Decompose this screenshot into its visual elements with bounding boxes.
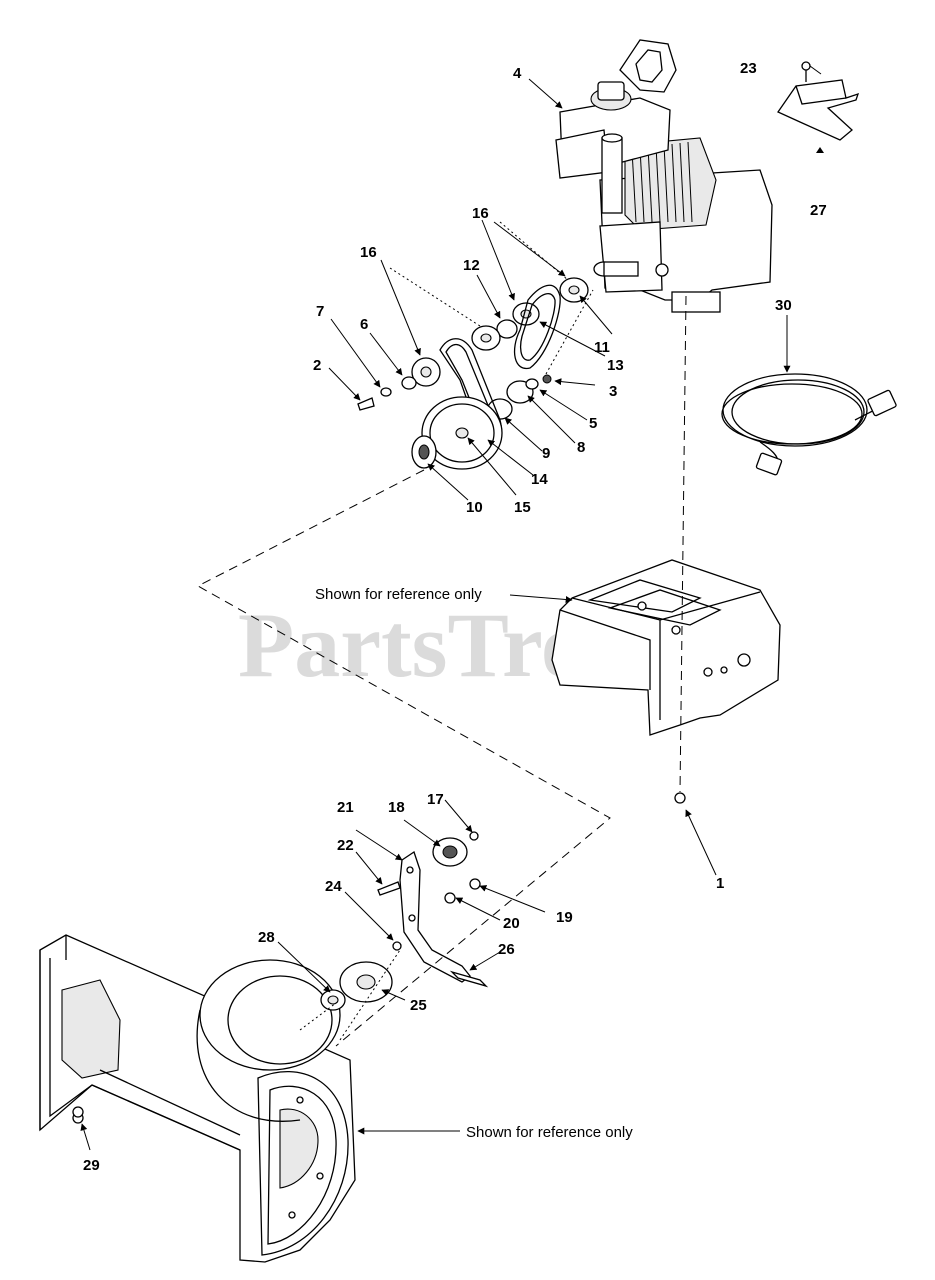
callout-14: 14 xyxy=(531,471,548,488)
reference-note-frame: Shown for reference only xyxy=(315,586,482,603)
auger-housing-reference xyxy=(39,934,356,1263)
callout-7: 7 xyxy=(316,303,324,320)
callout-24: 24 xyxy=(325,878,342,895)
callout-6: 6 xyxy=(360,316,368,333)
callout-numbers: 1 2 3 4 5 6 7 8 9 10 11 12 13 14 15 16 1… xyxy=(83,60,827,1174)
callout-17: 17 xyxy=(427,791,444,808)
callout-16-right: 16 xyxy=(472,205,489,222)
callout-16-left: 16 xyxy=(360,244,377,261)
callout-26: 26 xyxy=(498,941,515,958)
callout-15: 15 xyxy=(514,499,531,516)
callout-30: 30 xyxy=(775,297,792,314)
reference-line-engine-to-bolt xyxy=(679,295,687,793)
callout-19: 19 xyxy=(556,909,573,926)
callout-23: 23 xyxy=(740,60,757,77)
callout-20: 20 xyxy=(503,915,520,932)
callout-21: 21 xyxy=(337,799,354,816)
callout-27: 27 xyxy=(810,202,827,219)
reference-line-belt-to-housing xyxy=(196,469,611,1047)
callout-11: 11 xyxy=(594,339,610,356)
callout-13: 13 xyxy=(607,357,624,374)
chassis-frame-reference xyxy=(551,559,781,736)
callout-29: 29 xyxy=(83,1157,100,1174)
extension-cord xyxy=(721,373,897,476)
pulley-belt-assembly xyxy=(357,277,589,470)
idler-assembly xyxy=(72,792,686,1118)
alignment-lines xyxy=(299,221,594,1041)
callout-4: 4 xyxy=(513,65,522,82)
callout-22: 22 xyxy=(337,837,354,854)
callout-25: 25 xyxy=(410,997,427,1014)
callout-1: 1 xyxy=(716,875,724,892)
callout-12: 12 xyxy=(463,257,480,274)
callout-8: 8 xyxy=(577,439,585,456)
engine xyxy=(555,39,773,313)
callout-28: 28 xyxy=(258,929,275,946)
callout-2: 2 xyxy=(313,357,321,374)
reference-note-housing: Shown for reference only xyxy=(466,1124,633,1141)
callout-10: 10 xyxy=(466,499,483,516)
callout-18: 18 xyxy=(388,799,405,816)
callout-9: 9 xyxy=(542,445,550,462)
callout-5: 5 xyxy=(589,415,597,432)
bracket xyxy=(777,61,860,153)
callout-3: 3 xyxy=(609,383,617,400)
leader-lines xyxy=(80,65,822,1151)
